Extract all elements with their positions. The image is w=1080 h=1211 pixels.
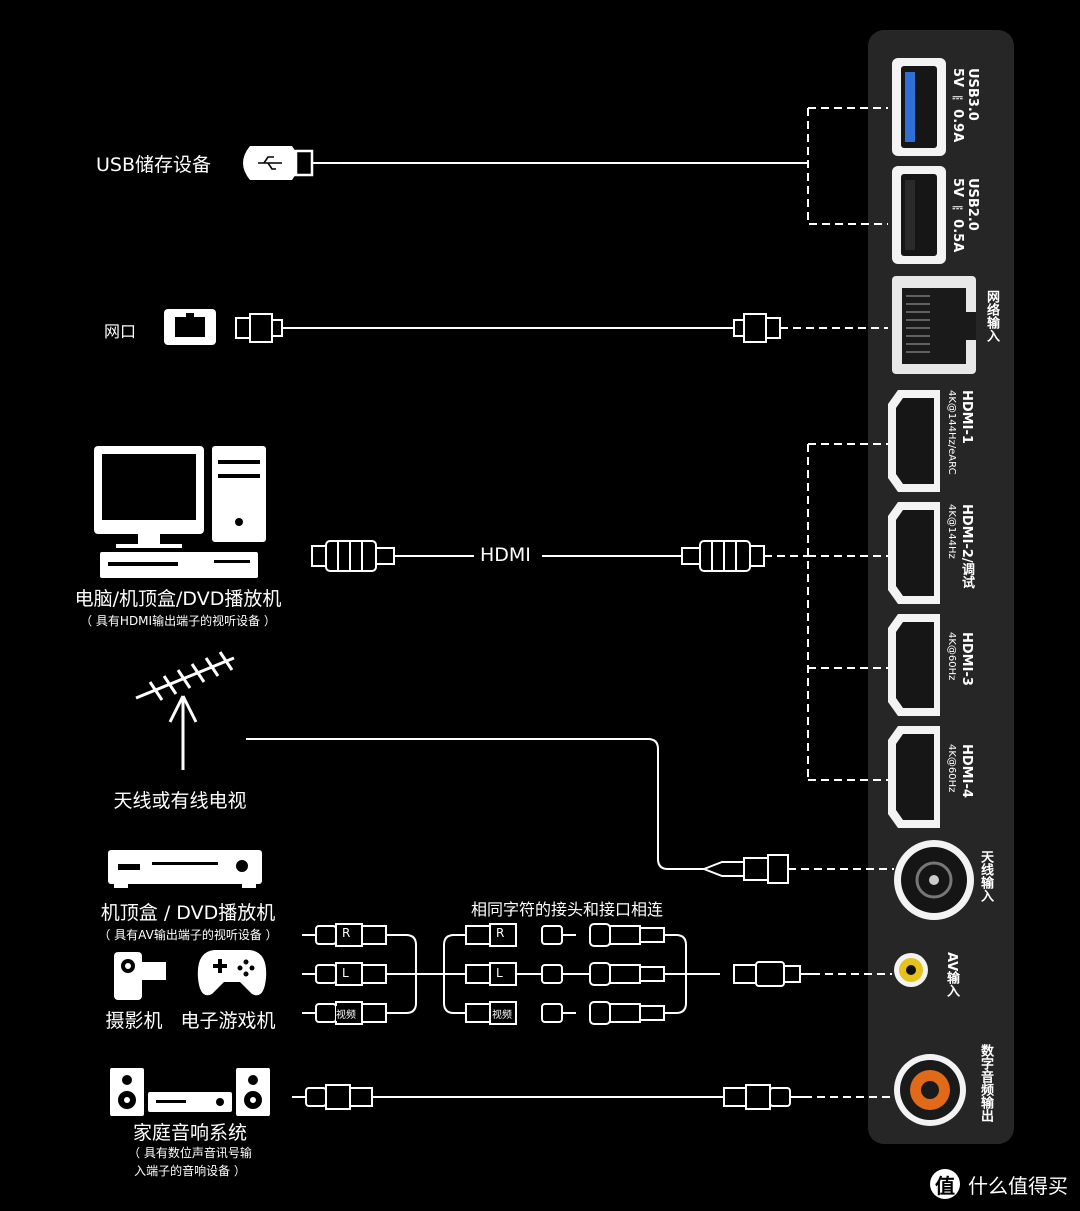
usb-cable (312, 107, 888, 225)
av-plug-left-label-l: L (342, 966, 349, 980)
digital-audio-port-label: 数字音频输出 (978, 1044, 993, 1122)
lan-plug-right (733, 313, 781, 343)
hdmi-plug-right (681, 540, 765, 572)
hdmi-1-spec: 4K@144Hz/eARC (946, 390, 957, 475)
hdmi-3-spec: 4K@60Hz (946, 632, 957, 681)
av-plug-left-label-r: R (342, 926, 351, 940)
usb3-spec: 5V ⎓ 0.9A (950, 68, 965, 143)
home-audio-note-1: （ 具有数位声音讯号输 (128, 1146, 252, 1160)
hdmi-1-name: HDMI-1 (959, 390, 974, 444)
usb3-port (892, 58, 946, 156)
hdmi-2-spec: 4K@144Hz (946, 504, 957, 559)
av-plug-left-label-video: 视频 (336, 1006, 356, 1021)
usb3-port-label: USB3.0 5V ⎓ 0.9A (950, 68, 980, 142)
hdmi-cable-label: HDMI (480, 544, 531, 566)
antenna-label: 天线或有线电视 (113, 790, 247, 812)
av-plug-mid-label-r: R (496, 926, 505, 940)
antenna-port (894, 840, 974, 920)
av-plug-mid-label-video: 视频 (492, 1006, 512, 1021)
usb-storage-label: USB储存设备 (96, 154, 212, 176)
gamepad-icon (197, 950, 267, 996)
av-hint-label: 相同字符的接头和接口相连 (470, 900, 664, 919)
hdmi-cable (394, 443, 888, 781)
av-input-jack (894, 953, 928, 987)
hdmi-4-port-label: HDMI-4 4K@60Hz (944, 744, 974, 798)
av-box-label: 机顶盒 / DVD播放机 (100, 902, 276, 924)
digital-audio-jack (894, 1054, 966, 1126)
av-plug-mid-label-l: L (496, 966, 503, 980)
hdmi-3-port-label: HDMI-3 4K@60Hz (944, 632, 974, 686)
pc-note: （ 具有HDMI输出端子的视听设备 ） (80, 614, 276, 628)
digital-audio-plug-left (305, 1084, 373, 1110)
usb2-spec: 5V ⎓ 0.5A (950, 178, 965, 253)
av-plug-right (733, 961, 812, 987)
hdmi-4-port (888, 726, 940, 828)
usb3-name: USB3.0 (965, 68, 980, 121)
lan-port (892, 276, 976, 374)
digital-audio-plug-right (723, 1084, 791, 1110)
watermark-logo: 值 (930, 1169, 960, 1199)
usb-plug (243, 146, 314, 180)
hdmi-4-spec: 4K@60Hz (946, 744, 957, 793)
console-label: 电子游戏机 (180, 1010, 276, 1032)
av-port-label: AV输入 (944, 952, 959, 998)
home-audio-icon (110, 1068, 270, 1116)
hdmi-1-port-label: HDMI-1 4K@144Hz/eARC (944, 390, 974, 475)
home-audio-note-2: 入端子的音响设备 ） (134, 1164, 246, 1178)
usb2-port (892, 166, 946, 264)
lan-icon (164, 309, 216, 345)
camcorder-label: 摄影机 (105, 1010, 163, 1032)
lan-plug-left (235, 313, 283, 343)
lan-label: 网口 (104, 322, 137, 341)
antenna-icon (135, 651, 235, 770)
watermark: 值 什么值得买 (930, 1169, 1068, 1199)
hdmi-2-name: HDMI-2/调试 (959, 504, 974, 589)
hdmi-3-port (888, 614, 940, 716)
av-box-note: （ 具有AV输出端子的视听设备 ） (98, 928, 278, 942)
hdmi-1-port (888, 390, 940, 492)
lan-port-label: 网络输入 (984, 290, 999, 342)
usb2-port-label: USB2.0 5V ⎓ 0.5A (950, 178, 980, 252)
av-box-icon (108, 850, 262, 888)
antenna-cable (246, 738, 894, 870)
camcorder-icon (114, 952, 166, 1000)
hdmi-plug-left (311, 540, 395, 572)
antenna-port-label: 天线输入 (978, 850, 993, 902)
antenna-plug (701, 854, 789, 884)
av-middle-connectors (443, 934, 687, 1014)
hdmi-2-port-label: HDMI-2/调试 4K@144Hz (944, 504, 974, 589)
usb2-name: USB2.0 (965, 178, 980, 231)
hdmi-3-name: HDMI-3 (959, 632, 974, 686)
av-sockets-middle (589, 923, 665, 1025)
hdmi-2-port (888, 502, 940, 604)
hdmi-4-name: HDMI-4 (959, 744, 974, 798)
home-audio-label: 家庭音响系统 (132, 1122, 248, 1144)
pc-label: 电脑/机顶盒/DVD播放机 (74, 588, 282, 610)
watermark-text: 什么值得买 (968, 1173, 1068, 1198)
computer-icon (94, 446, 266, 578)
